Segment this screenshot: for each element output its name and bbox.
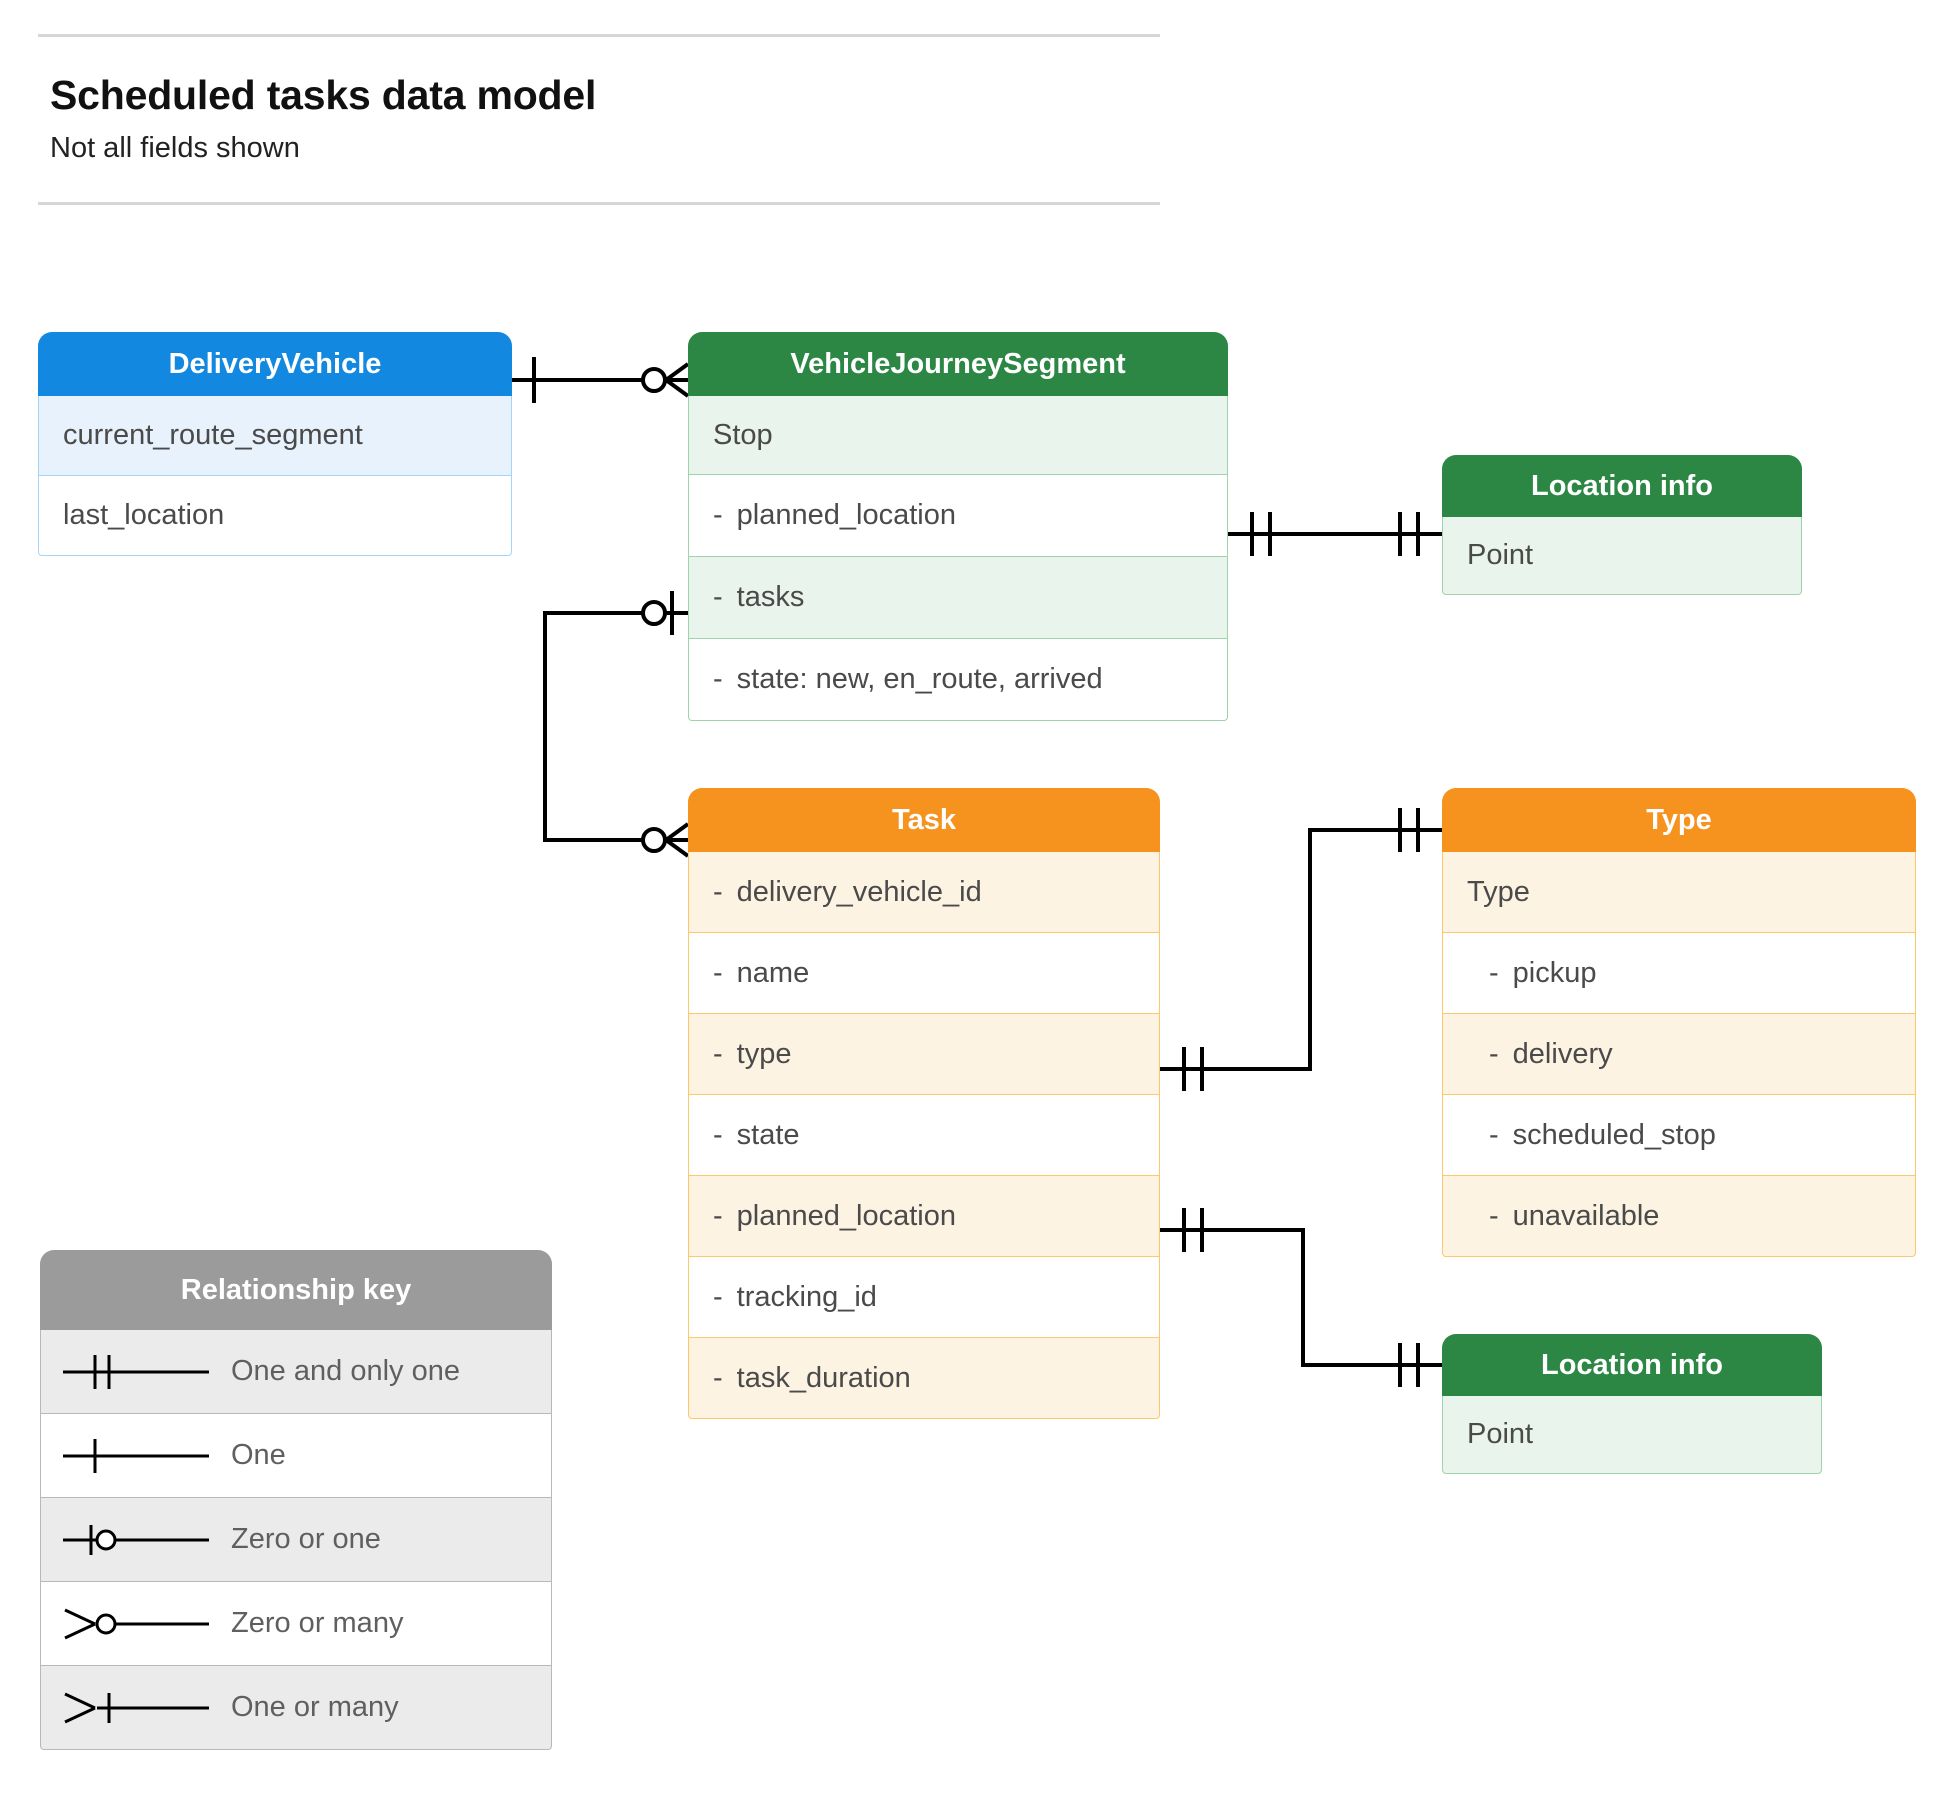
field-row: last_location <box>38 476 512 556</box>
legend-item-one: One <box>40 1414 552 1498</box>
field-label: type <box>736 1037 792 1070</box>
field-row: Stop <box>688 396 1228 475</box>
field-dash: - <box>713 581 723 613</box>
entity-location-info-bottom[interactable]: Location info Point <box>1442 1334 1822 1474</box>
field-label: delivery <box>1512 1037 1613 1070</box>
legend-item-label: One and only one <box>231 1355 460 1387</box>
legend-item-label: Zero or one <box>231 1523 381 1555</box>
connector-task-plannedlocation-to-locationinfo-bottom <box>1160 1208 1442 1387</box>
field-dash: - <box>713 1199 723 1232</box>
one-and-only-one-icon <box>41 1349 231 1395</box>
field-label: planned_location <box>736 499 956 531</box>
connector-task-type-to-type <box>1160 808 1442 1091</box>
field-dash: - <box>713 1118 723 1151</box>
page-title: Scheduled tasks data model <box>50 72 597 118</box>
field-label: name <box>736 956 810 989</box>
legend-item-label: One <box>231 1439 286 1471</box>
field-row: - tasks <box>688 557 1228 639</box>
one-icon <box>41 1433 231 1479</box>
entity-location-info-top[interactable]: Location info Point <box>1442 455 1802 595</box>
field-dash: - <box>1489 1199 1499 1232</box>
connector-journeysegment-tasks-to-task <box>543 591 690 858</box>
legend-relationship-key[interactable]: Relationship key One and only one One <box>40 1250 552 1750</box>
entity-task[interactable]: Task - delivery_vehicle_id - name - type… <box>688 788 1160 1419</box>
entity-type[interactable]: Type Type - pickup - delivery - schedule… <box>1442 788 1916 1257</box>
connector-deliveryvehicle-to-journeysegment <box>512 357 690 403</box>
field-label: task_duration <box>736 1361 911 1394</box>
field-row: - state: new, en_route, arrived <box>688 639 1228 721</box>
entity-vehicle-journey-segment-title: VehicleJourneySegment <box>688 332 1228 396</box>
field-label: delivery_vehicle_id <box>736 875 982 908</box>
field-dash: - <box>713 1280 723 1313</box>
zero-or-many-icon <box>41 1601 231 1647</box>
field-row: - name <box>688 933 1160 1014</box>
legend-item-zero-or-many: Zero or many <box>40 1582 552 1666</box>
page-subtitle: Not all fields shown <box>50 132 300 164</box>
field-row: Point <box>1442 1396 1822 1474</box>
field-row: - unavailable <box>1442 1176 1916 1257</box>
field-row: current_route_segment <box>38 396 512 476</box>
field-dash: - <box>713 499 723 531</box>
field-label: Stop <box>713 418 773 451</box>
field-label: Point <box>1467 539 1534 571</box>
field-dash: - <box>1489 1118 1499 1151</box>
field-row: - delivery <box>1442 1014 1916 1095</box>
field-label: pickup <box>1512 956 1597 989</box>
field-row: - task_duration <box>688 1338 1160 1419</box>
one-or-many-icon <box>41 1685 231 1731</box>
field-row: Type <box>1442 852 1916 933</box>
field-dash: - <box>1489 1037 1499 1070</box>
entity-delivery-vehicle[interactable]: DeliveryVehicle current_route_segment la… <box>38 332 512 556</box>
field-dash: - <box>713 1361 723 1394</box>
entity-location-info-bottom-title: Location info <box>1442 1334 1822 1396</box>
field-row: - scheduled_stop <box>1442 1095 1916 1176</box>
header-rule-bottom <box>38 202 1160 205</box>
field-row: - state <box>688 1095 1160 1176</box>
field-label: unavailable <box>1512 1199 1660 1232</box>
legend-item-label: Zero or many <box>231 1607 404 1639</box>
field-label: state: new, en_route, arrived <box>736 663 1103 695</box>
legend-item-label: One or many <box>231 1691 399 1723</box>
legend-item-one-or-many: One or many <box>40 1666 552 1750</box>
field-row: - type <box>688 1014 1160 1095</box>
header-rule-top <box>38 34 1160 37</box>
field-dash: - <box>1489 956 1499 989</box>
field-dash: - <box>713 1037 723 1070</box>
connector-journeysegment-to-locationinfo-top <box>1228 512 1442 556</box>
zero-or-one-icon <box>41 1517 231 1563</box>
field-dash: - <box>713 875 723 908</box>
entity-location-info-top-title: Location info <box>1442 455 1802 517</box>
field-dash: - <box>713 663 723 695</box>
field-row: - tracking_id <box>688 1257 1160 1338</box>
legend-item-one-and-only-one: One and only one <box>40 1330 552 1414</box>
entity-delivery-vehicle-title: DeliveryVehicle <box>38 332 512 396</box>
field-label: Type <box>1467 875 1530 908</box>
field-label: Point <box>1467 1418 1534 1450</box>
field-label: last_location <box>63 499 225 531</box>
entity-task-title: Task <box>688 788 1160 852</box>
field-label: scheduled_stop <box>1512 1118 1716 1151</box>
legend-title: Relationship key <box>40 1250 552 1330</box>
field-label: state <box>736 1118 800 1151</box>
legend-item-zero-or-one: Zero or one <box>40 1498 552 1582</box>
field-row: - planned_location <box>688 1176 1160 1257</box>
entity-type-title: Type <box>1442 788 1916 852</box>
field-label: tasks <box>736 581 805 613</box>
field-row: - delivery_vehicle_id <box>688 852 1160 933</box>
field-row: - pickup <box>1442 933 1916 1014</box>
field-row: - planned_location <box>688 475 1228 557</box>
field-label: tracking_id <box>736 1280 877 1313</box>
entity-vehicle-journey-segment[interactable]: VehicleJourneySegment Stop - planned_loc… <box>688 332 1228 721</box>
field-label: current_route_segment <box>63 419 363 451</box>
field-dash: - <box>713 956 723 989</box>
field-row: Point <box>1442 517 1802 595</box>
field-label: planned_location <box>736 1199 956 1232</box>
